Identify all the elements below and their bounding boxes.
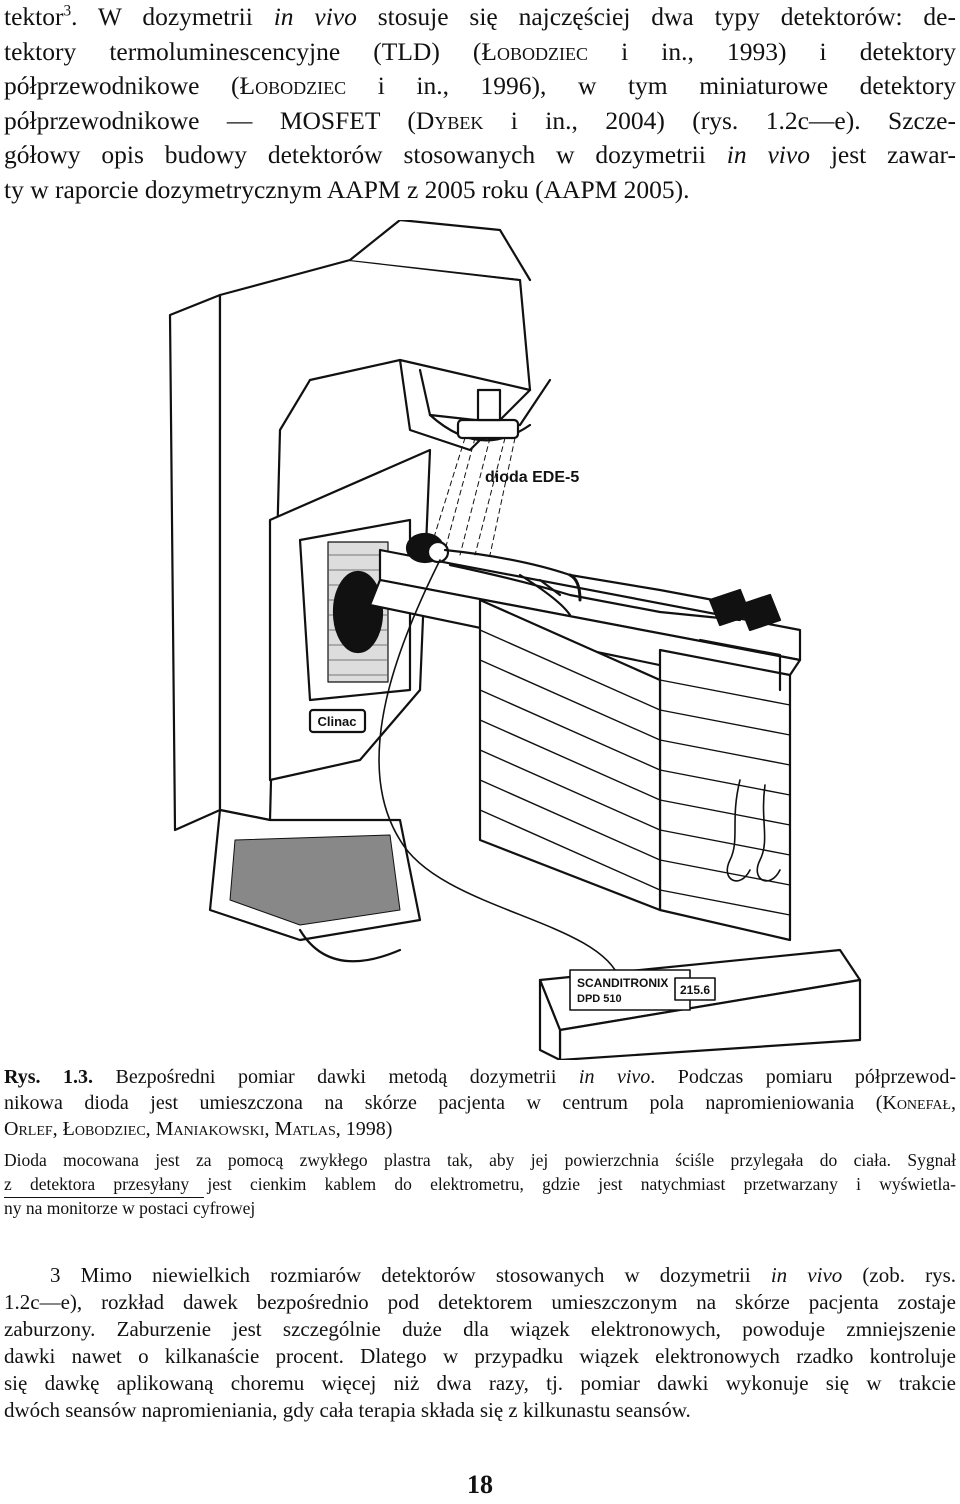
caption-line: nikowa dioda jest umieszczona na skórze …	[4, 1092, 956, 1114]
footnote-line: się dawkę aplikowaną choremu więcej niż …	[4, 1371, 956, 1395]
text-line: tektory termoluminescencyjne (TLD) (Łobo…	[4, 36, 957, 66]
patient-figure	[405, 532, 782, 632]
detector-cable	[378, 559, 621, 981]
gantry-housing: Clinac	[168, 220, 552, 963]
caption-line: Rys. 1.3. Bezpośredni pomiar dawki metod…	[4, 1066, 956, 1088]
figure-label: Rys. 1.3.	[4, 1066, 94, 1088]
linac-illustration: Clinac dioda EDE-5	[100, 220, 900, 1060]
diode-label: dioda EDE-5	[485, 469, 579, 486]
footnote-line: zaburzony. Zaburzenie jest szczególnie d…	[4, 1317, 956, 1341]
electrometer-device: SCANDITRONIX DPD 510 215.6	[538, 948, 862, 1060]
radiation-beam	[429, 437, 516, 556]
page-number: 18	[467, 1470, 493, 1499]
text-line: półprzewodnikowe (Łobodziec i in., 1996)…	[4, 71, 956, 101]
device-reading: 215.6	[680, 983, 710, 997]
device-brand-label: SCANDITRONIX	[577, 976, 668, 990]
caption-detail-line: z detektora przesyłany jest cienkim kabl…	[4, 1174, 956, 1194]
figure-caption: Rys. 1.3. Bezpośredni pomiar dawki metod…	[4, 1064, 956, 1220]
footnote-ref[interactable]: 3	[63, 2, 72, 20]
footnote-line: 3 Mimo niewielkich rozmiarów detektorów …	[4, 1262, 956, 1289]
caption-line: Orlef, Łobodziec, Maniakowski, Matlas, 1…	[4, 1118, 393, 1140]
text-line: ty w raporcie dozymetrycznym AAPM z 2005…	[4, 174, 690, 204]
footnote: 3 Mimo niewielkich rozmiarów detektorów …	[4, 1262, 956, 1424]
footnote-line: dwóch seansów napromieniania, gdy cała t…	[4, 1398, 691, 1422]
text-line: półprzewodnikowe — MOSFET (Dybek i in., …	[4, 105, 956, 135]
text-line: gółowy opis budowy detektorów stosowanyc…	[4, 140, 956, 170]
linac-brand-label: Clinac	[317, 714, 356, 729]
caption-detail-line: Dioda mocowana jest za pomocą zwykłego p…	[4, 1150, 956, 1170]
footnote-line: dawki nawet o kilkanaście procent. Dlate…	[4, 1344, 956, 1368]
treatment-couch	[368, 548, 802, 942]
caption-detail-line: ny na monitorze w postaci cyfrowej	[4, 1198, 256, 1218]
device-model-label: DPD 510	[577, 993, 622, 1005]
footnote-line: 1.2c—e), rozkład dawek bezpośrednio pod …	[4, 1290, 956, 1314]
footnote-number: 3	[50, 1263, 61, 1287]
intro-paragraph: tektor3. W dozymetrii in vivo stosuje si…	[4, 0, 956, 208]
text-line: tektor3. W dozymetrii in vivo stosuje si…	[4, 2, 956, 31]
footnote-separator	[4, 1197, 204, 1198]
